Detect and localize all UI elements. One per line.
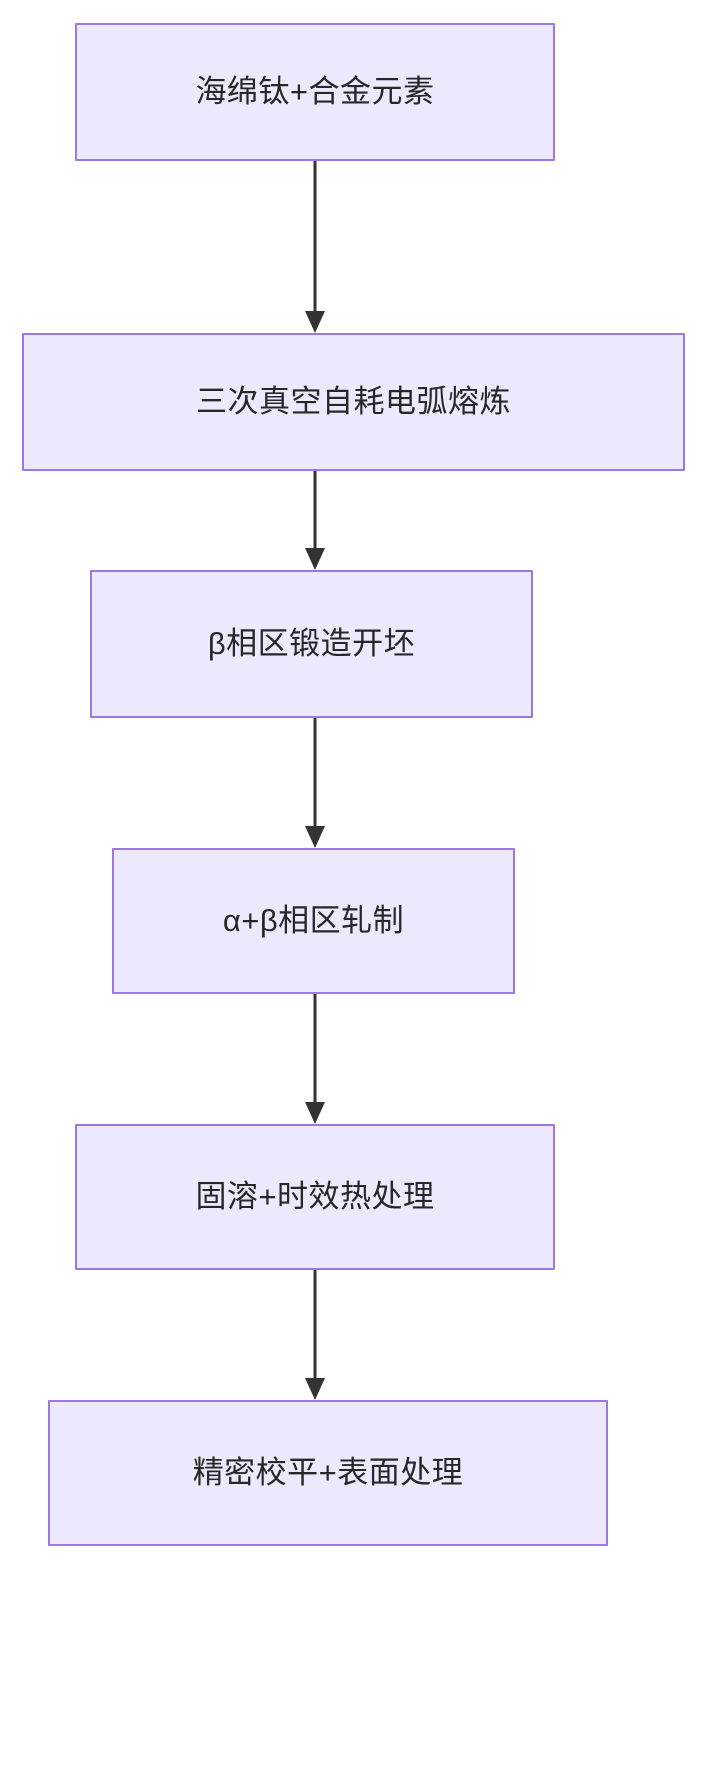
flow-node-raw-material[interactable]: 海绵钛+合金元素 [75,23,555,161]
flow-node-label: 海绵钛+合金元素 [195,74,435,110]
edge-n1-n2 [303,161,327,333]
flow-node-label: 精密校平+表面处理 [192,1455,464,1491]
flow-node-leveling-surface-treatment[interactable]: 精密校平+表面处理 [48,1400,608,1546]
flow-node-vacuum-arc-melting[interactable]: 三次真空自耗电弧熔炼 [22,333,685,471]
flow-node-label: β相区锻造开坯 [207,626,416,662]
flow-node-alpha-beta-rolling[interactable]: α+β相区轧制 [112,848,515,994]
edge-n3-n4 [303,718,327,848]
edge-n5-n6 [303,1270,327,1400]
flow-node-heat-treatment[interactable]: 固溶+时效热处理 [75,1124,555,1270]
flow-node-label: 固溶+时效热处理 [195,1179,435,1215]
flow-node-label: 三次真空自耗电弧熔炼 [196,384,511,420]
edge-n2-n3 [303,471,327,570]
flow-node-beta-forging[interactable]: β相区锻造开坯 [90,570,533,718]
edge-n4-n5 [303,994,327,1124]
flow-node-label: α+β相区轧制 [222,903,405,939]
